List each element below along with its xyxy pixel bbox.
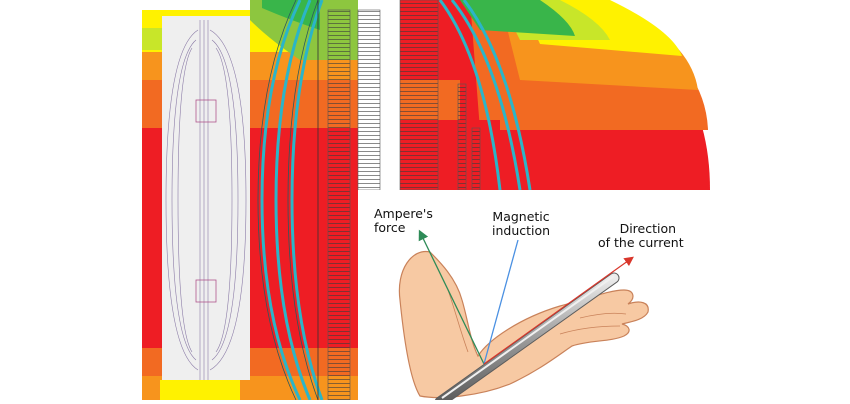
left-field-plot bbox=[142, 0, 381, 401]
winding-column-4 bbox=[457, 83, 467, 191]
field-lines-cyan-right bbox=[438, 0, 532, 191]
field-lines-dark bbox=[257, 0, 319, 401]
hand-thumb-crease bbox=[447, 289, 469, 353]
magnetic-induction-label-line1: Magnetic bbox=[492, 209, 550, 224]
field-band-green-top bbox=[142, 28, 162, 50]
ampere-force-arrow bbox=[418, 229, 485, 365]
current-wire bbox=[434, 272, 620, 404]
hand-shape bbox=[398, 251, 649, 399]
hand-finger-crease-1 bbox=[579, 312, 627, 319]
left-hand-illustration bbox=[398, 251, 649, 399]
current-direction-label: Direction of the current bbox=[598, 222, 684, 250]
magnetic-induction-line bbox=[483, 239, 519, 365]
coil-winding-bottom bbox=[195, 279, 217, 303]
flux-lines bbox=[165, 20, 247, 380]
current-direction-label-line2: of the current bbox=[598, 235, 684, 250]
winding-column-5 bbox=[471, 127, 481, 191]
winding-column-2 bbox=[357, 9, 381, 191]
field-lines-cyan bbox=[260, 0, 324, 401]
current-direction-arrow bbox=[483, 256, 634, 365]
ampere-force-label: Ampere's force bbox=[374, 207, 433, 235]
hand-finger-crease-2 bbox=[559, 325, 621, 335]
magnetic-induction-label-line2: induction bbox=[492, 223, 551, 238]
winding-column-3 bbox=[399, 0, 439, 191]
ampere-force-label-line2: force bbox=[374, 220, 406, 235]
winding-column-1 bbox=[327, 9, 351, 401]
field-band-yellow-bottom bbox=[160, 380, 240, 400]
magnetic-induction-label: Magnetic induction bbox=[492, 210, 550, 238]
current-direction-label-line1: Direction bbox=[619, 221, 677, 236]
right-field-plot bbox=[399, 0, 710, 191]
coil-winding-top bbox=[195, 99, 217, 123]
coil-core bbox=[162, 16, 250, 380]
ampere-force-label-line1: Ampere's bbox=[374, 206, 433, 221]
field-quarter-green bbox=[460, 0, 575, 36]
